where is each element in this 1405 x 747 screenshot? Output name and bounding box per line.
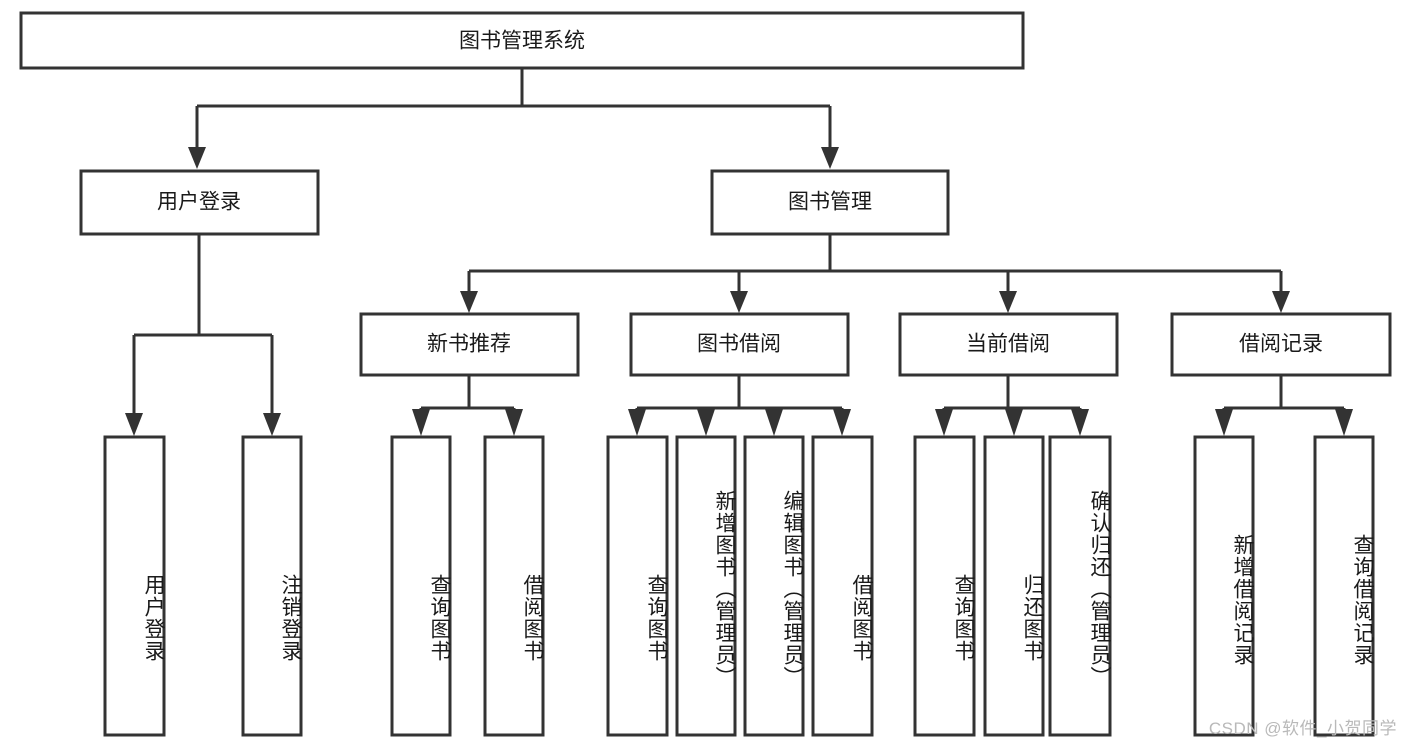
connector-root-to-level1: [188, 68, 839, 169]
leaf-box-edit-book[interactable]: [743, 435, 805, 737]
node-borrow-record-box: [1170, 312, 1392, 377]
leaf-box-query-book-3[interactable]: [913, 435, 976, 737]
node-book-management[interactable]: 图书管理: [710, 169, 950, 236]
leaf-box-query-book-2[interactable]: [606, 435, 669, 737]
connector-newbook-to-leaves: [412, 375, 523, 436]
connector-userlogin-to-leaves: [125, 234, 281, 436]
leaf-box-query-borrow-record[interactable]: [1313, 435, 1375, 737]
connector-borrowrecord-to-leaves: [1215, 375, 1353, 436]
leaf-box-logout[interactable]: [241, 435, 303, 737]
node-book-borrow-box: [629, 312, 850, 377]
leaf-box-confirm-return[interactable]: [1048, 435, 1112, 737]
node-book-borrow[interactable]: 图书借阅: [629, 312, 850, 377]
node-current-borrow[interactable]: 当前借阅: [898, 312, 1119, 377]
node-root-box: [19, 11, 1025, 70]
node-new-book-recommend-label: 新书推荐: [427, 333, 511, 356]
node-new-book-recommend-box: [359, 312, 580, 377]
node-borrow-record-label: 借阅记录: [1239, 333, 1323, 356]
node-user-login-box: [79, 169, 320, 236]
node-user-login[interactable]: 用户登录: [79, 169, 320, 236]
node-current-borrow-box: [898, 312, 1119, 377]
node-book-borrow-label: 图书借阅: [697, 333, 781, 356]
leaf-box-borrow-book-2[interactable]: [811, 435, 874, 737]
leaf-box-borrow-book-1[interactable]: [483, 435, 545, 737]
node-borrow-record[interactable]: 借阅记录: [1170, 312, 1392, 377]
connector-bookmgmt-to-level2: [460, 234, 1290, 313]
node-book-management-label: 图书管理: [788, 191, 872, 214]
node-current-borrow-label: 当前借阅: [966, 333, 1050, 356]
node-root-book-management-system[interactable]: 图书管理系统: [19, 11, 1025, 70]
node-book-management-box: [710, 169, 950, 236]
leaf-box-user-login[interactable]: [103, 435, 166, 737]
connector-bookborrow-to-leaves: [628, 375, 851, 436]
csdn-watermark: CSDN @软件_小贺同学: [1208, 719, 1397, 738]
leaf-box-add-book[interactable]: [675, 435, 737, 737]
leaf-box-query-book-1[interactable]: [390, 435, 452, 737]
leaf-box-return-book[interactable]: [983, 435, 1045, 737]
leaf-box-add-borrow-record[interactable]: [1193, 435, 1255, 737]
leaf-boxes: [103, 435, 1375, 737]
node-root-label: 图书管理系统: [459, 30, 585, 53]
connector-currentborrow-to-leaves: [935, 375, 1089, 436]
node-user-login-label: 用户登录: [157, 191, 241, 214]
node-new-book-recommend[interactable]: 新书推荐: [359, 312, 580, 377]
